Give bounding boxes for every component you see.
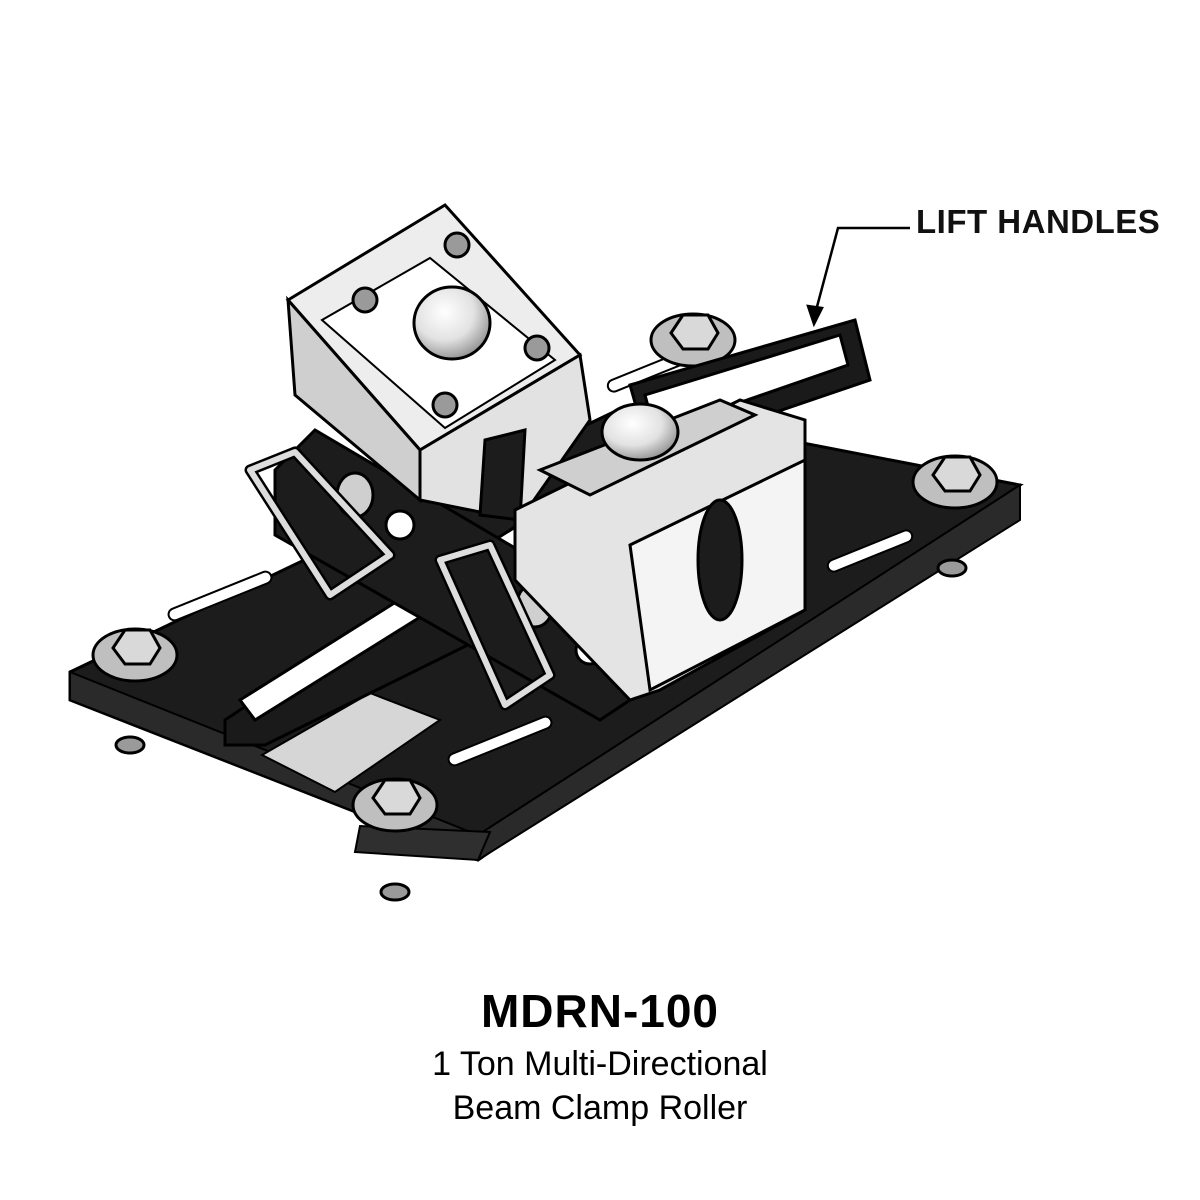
- corner-bolt: [911, 454, 999, 578]
- lift-handles-callout: LIFT HANDLES: [916, 203, 1161, 240]
- corner-bolt: [649, 312, 737, 368]
- product-description: 1 Ton Multi-Directional Beam Clamp Rolle…: [0, 1042, 1200, 1130]
- product-caption: MDRN-100 1 Ton Multi-Directional Beam Cl…: [0, 988, 1200, 1130]
- nameplate: [259, 691, 443, 794]
- description-line-1: 1 Ton Multi-Directional: [432, 1045, 768, 1083]
- corner-bolt: [351, 777, 439, 902]
- ball-roller: [600, 402, 680, 462]
- description-line-2: Beam Clamp Roller: [452, 1089, 748, 1127]
- roller-housing: [513, 398, 807, 702]
- model-number: MDRN-100: [480, 985, 720, 1037]
- wire-bail-inner: [247, 449, 553, 708]
- corner-bolt: [91, 627, 179, 755]
- ball-roller: [412, 285, 492, 361]
- roller-housing: [285, 203, 592, 522]
- lift-handles-leader: [806, 226, 910, 328]
